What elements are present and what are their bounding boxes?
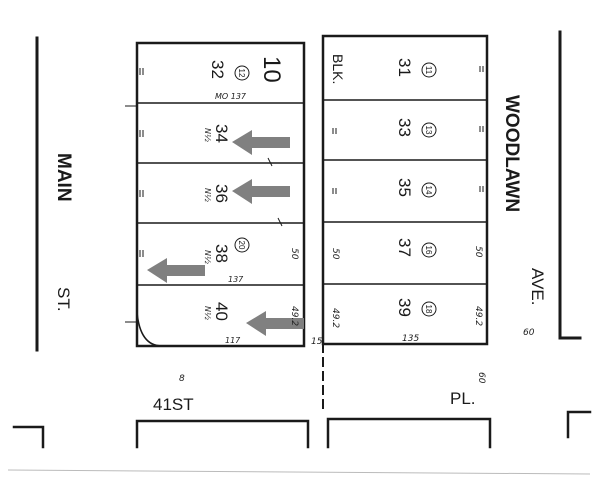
- lot-circle-number: 14: [424, 186, 433, 195]
- lot-number: 40: [212, 302, 231, 321]
- west-lot: 20 38 N½: [203, 237, 250, 264]
- lot-circle-number: 12: [237, 69, 246, 78]
- west-lot: 36 N½: [203, 184, 231, 203]
- east-block-outline: [321, 34, 489, 346]
- west-top-depth: MO 137: [215, 92, 247, 101]
- lot-number: 32: [208, 60, 227, 79]
- east-lot: 18 39: [395, 298, 437, 317]
- lot-circle-number: 18: [424, 305, 433, 314]
- bottom-mid-bracket-west: [135, 419, 310, 449]
- west-lot: 40 N½: [203, 302, 231, 321]
- bottom-margin-dimension: 60: [476, 372, 486, 384]
- west-lot: 12 32: [208, 60, 250, 81]
- bottom-right-bracket: [566, 410, 592, 439]
- west-lot-dividers: [136, 102, 305, 286]
- east-bottom-depth: 135: [402, 334, 419, 344]
- east-lot: 14 35: [395, 178, 437, 198]
- lot-number: 33: [395, 118, 414, 137]
- east-lot: 16 37: [395, 238, 437, 258]
- corner-curve: [136, 311, 163, 347]
- pl-label: PL.: [450, 389, 476, 408]
- east-lot: 13 33: [395, 118, 437, 138]
- lot-circle-number: 16: [424, 246, 433, 255]
- arrow-left-icon: [232, 179, 290, 204]
- alley-width: 15: [311, 337, 323, 347]
- west-block-outline: [135, 41, 306, 348]
- lot-subtext: N½: [203, 188, 212, 202]
- ditto-marks: [125, 66, 484, 323]
- lot-subtext: N½: [203, 306, 212, 320]
- west-lots: 12 32 34 N½ 36 N½ 20 38 N½ 40 N½: [203, 60, 250, 321]
- west-lot-width: 50: [289, 248, 299, 260]
- east-lot: 11 31: [395, 58, 437, 78]
- main-street-suffix: ST.: [54, 287, 73, 312]
- bottom-mid-bracket-east: [326, 417, 492, 449]
- lot-circle-number: 13: [424, 126, 433, 135]
- lot-number: 39: [395, 298, 414, 317]
- west-lot-width: 49.2: [289, 306, 299, 326]
- right-margin-dimension: 60: [523, 328, 535, 338]
- arrow-left-icon: [232, 130, 290, 155]
- west-bottom-depth: 117: [225, 336, 241, 345]
- west-mid-depth: 137: [228, 275, 244, 284]
- east-lot-dividers: [322, 99, 488, 285]
- lot-number: 31: [395, 58, 414, 77]
- left-margin-dimension: 8: [179, 374, 185, 384]
- east-lot-width: 49.2: [330, 308, 340, 328]
- east-lot-width: 49.2: [473, 306, 483, 326]
- woodlawn-avenue-label: WOODLAWN: [501, 95, 522, 212]
- arrow-left-icon: [246, 311, 304, 336]
- lot-circle-number: 20: [237, 241, 246, 250]
- lot-circle-number: 11: [424, 66, 433, 75]
- lot-number: 38: [212, 244, 231, 263]
- lot-subtext: N½: [203, 250, 212, 264]
- lot-subtext: N½: [203, 128, 212, 142]
- main-street-label: MAIN: [53, 153, 74, 202]
- bottom-left-bracket: [12, 425, 45, 449]
- east-lot-width: 50: [473, 246, 483, 258]
- west-lot: 34 N½: [203, 124, 231, 143]
- selection-arrows: [147, 130, 304, 336]
- east-lot-width: 50: [330, 248, 340, 260]
- forty-first-street-label: 41ST: [153, 395, 194, 414]
- page-edge-line: [7, 469, 591, 475]
- lot-number: 37: [395, 238, 414, 257]
- block-number: 10: [258, 56, 285, 83]
- lot-number: 34: [212, 124, 231, 143]
- lot-number: 35: [395, 178, 414, 197]
- lot-number: 36: [212, 184, 231, 203]
- woodlawn-avenue-suffix: AVE.: [528, 268, 547, 305]
- east-lots: 11 31 13 33 14 35 16 37 18 39: [395, 58, 437, 317]
- arrow-left-icon: [147, 258, 205, 283]
- block-label: BLK.: [330, 54, 346, 84]
